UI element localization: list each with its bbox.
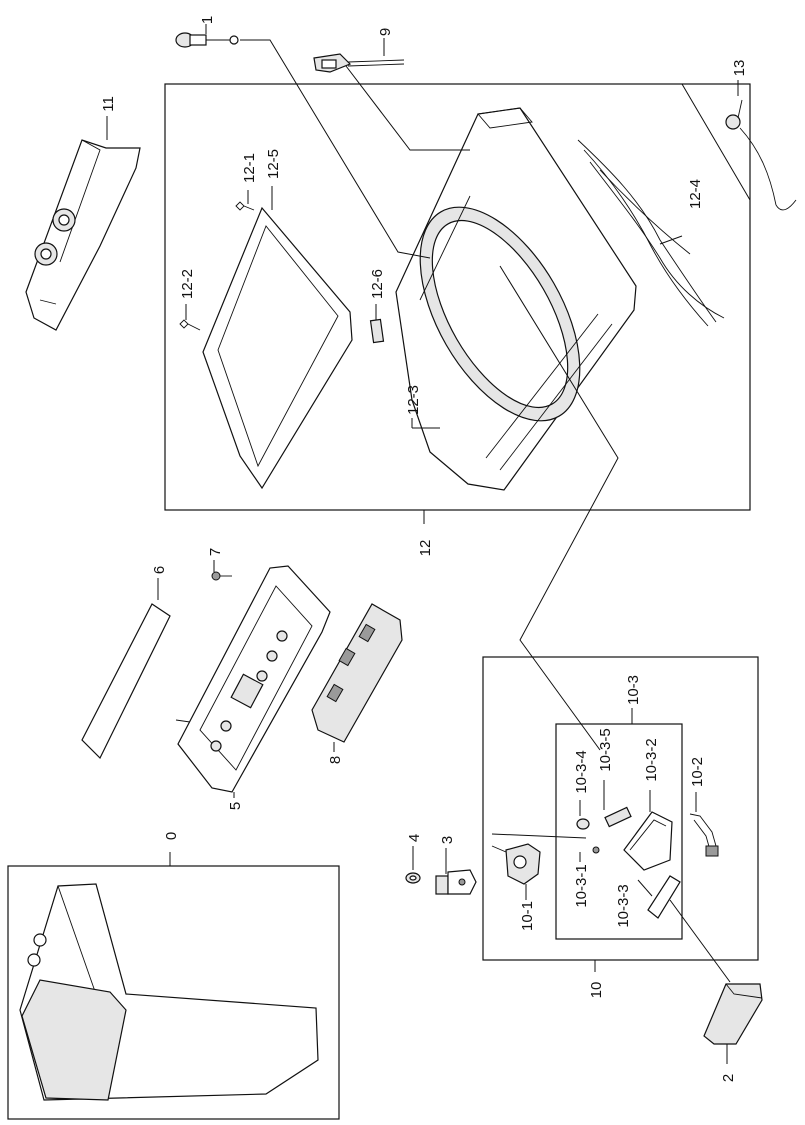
label-10-3-1: 10-3-1: [573, 864, 590, 907]
part-10-3-5-clip: [604, 806, 632, 828]
part-13-power-cord: [725, 99, 797, 211]
part-8-pcb: [311, 603, 403, 743]
part-2-drawer: [703, 983, 763, 1045]
group-0-frame: [7, 865, 340, 1120]
label-11: 11: [100, 96, 117, 112]
label-12-3: 12-3: [405, 385, 422, 415]
part-3-valve: [435, 869, 477, 895]
part-10-3-1-screw: [592, 846, 600, 854]
label-3: 3: [439, 836, 456, 844]
group-10-3-frame: [555, 723, 683, 940]
label-0: 0: [163, 832, 180, 840]
part-10-3-3-cover: [647, 875, 681, 919]
part-7-screw: [211, 571, 232, 581]
label-10-3-5: 10-3-5: [597, 728, 614, 771]
part-10-3-4-washer: [576, 818, 590, 830]
part-12-6-block: [369, 318, 385, 344]
part-1-connector: [175, 32, 239, 48]
part-10-1-valve: [491, 843, 541, 885]
label-12: 12: [417, 540, 434, 557]
group-10-frame: [482, 656, 759, 961]
label-12-6: 12-6: [369, 269, 386, 299]
part-0-assembled-washer: [19, 883, 319, 1101]
label-10-1: 10-1: [519, 901, 536, 931]
part-5-control-panel: [177, 565, 331, 793]
label-8: 8: [327, 756, 344, 764]
part-12-3-top-frame: [395, 107, 637, 491]
label-10-3-3: 10-3-3: [615, 884, 632, 927]
label-5: 5: [227, 802, 244, 810]
label-12-1: 12-1: [241, 153, 258, 183]
part-11-rear-cover: [25, 139, 141, 331]
label-1: 1: [199, 16, 216, 24]
part-4-washer: [405, 872, 421, 884]
part-10-2-hose: [689, 813, 719, 857]
label-12-2: 12-2: [179, 269, 196, 299]
part-10-3-2-housing: [623, 811, 673, 871]
part-12-4-harness: [577, 139, 725, 327]
part-6-control-cover: [81, 603, 171, 760]
label-9: 9: [377, 28, 394, 36]
label-10-2: 10-2: [689, 757, 706, 787]
leader-lines: [106, 24, 751, 1064]
label-2: 2: [720, 1074, 737, 1082]
label-10-3: 10-3: [625, 675, 642, 705]
label-4: 4: [406, 834, 423, 842]
label-12-5: 12-5: [265, 149, 282, 179]
part-12-1-spring: [235, 201, 255, 211]
label-6: 6: [151, 566, 168, 574]
label-10: 10: [588, 982, 605, 999]
label-10-3-4: 10-3-4: [573, 750, 590, 793]
label-7: 7: [207, 548, 224, 556]
part-9-sensor: [313, 53, 405, 73]
label-10-3-2: 10-3-2: [643, 738, 660, 781]
part-12-2-spring: [179, 319, 201, 331]
label-13: 13: [731, 60, 748, 77]
label-12-4: 12-4: [687, 179, 704, 209]
part-12-5-lid: [202, 206, 353, 490]
